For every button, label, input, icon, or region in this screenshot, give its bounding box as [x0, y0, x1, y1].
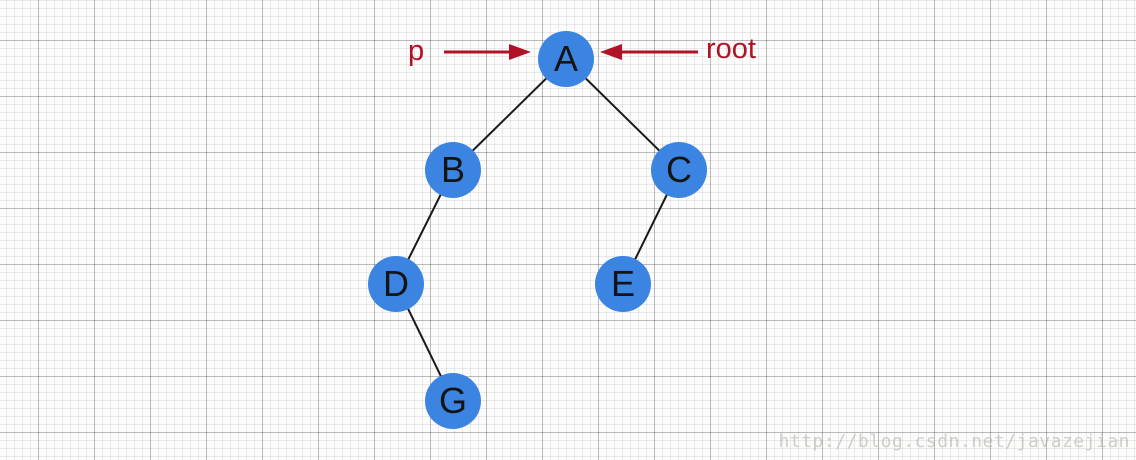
pointer-label-root: root [706, 33, 756, 65]
tree-node-g: G [425, 373, 481, 429]
tree-node-b: B [425, 142, 481, 198]
tree-node-c: C [651, 142, 707, 198]
p-arrow-head [509, 44, 531, 60]
watermark-text: http://blog.csdn.net/javazejian [778, 431, 1130, 452]
tree-node-e: E [595, 256, 651, 312]
tree-node-a: A [538, 31, 594, 87]
root-arrow-head [600, 44, 622, 60]
pointer-label-p: p [408, 35, 425, 67]
tree-node-d: D [368, 256, 424, 312]
